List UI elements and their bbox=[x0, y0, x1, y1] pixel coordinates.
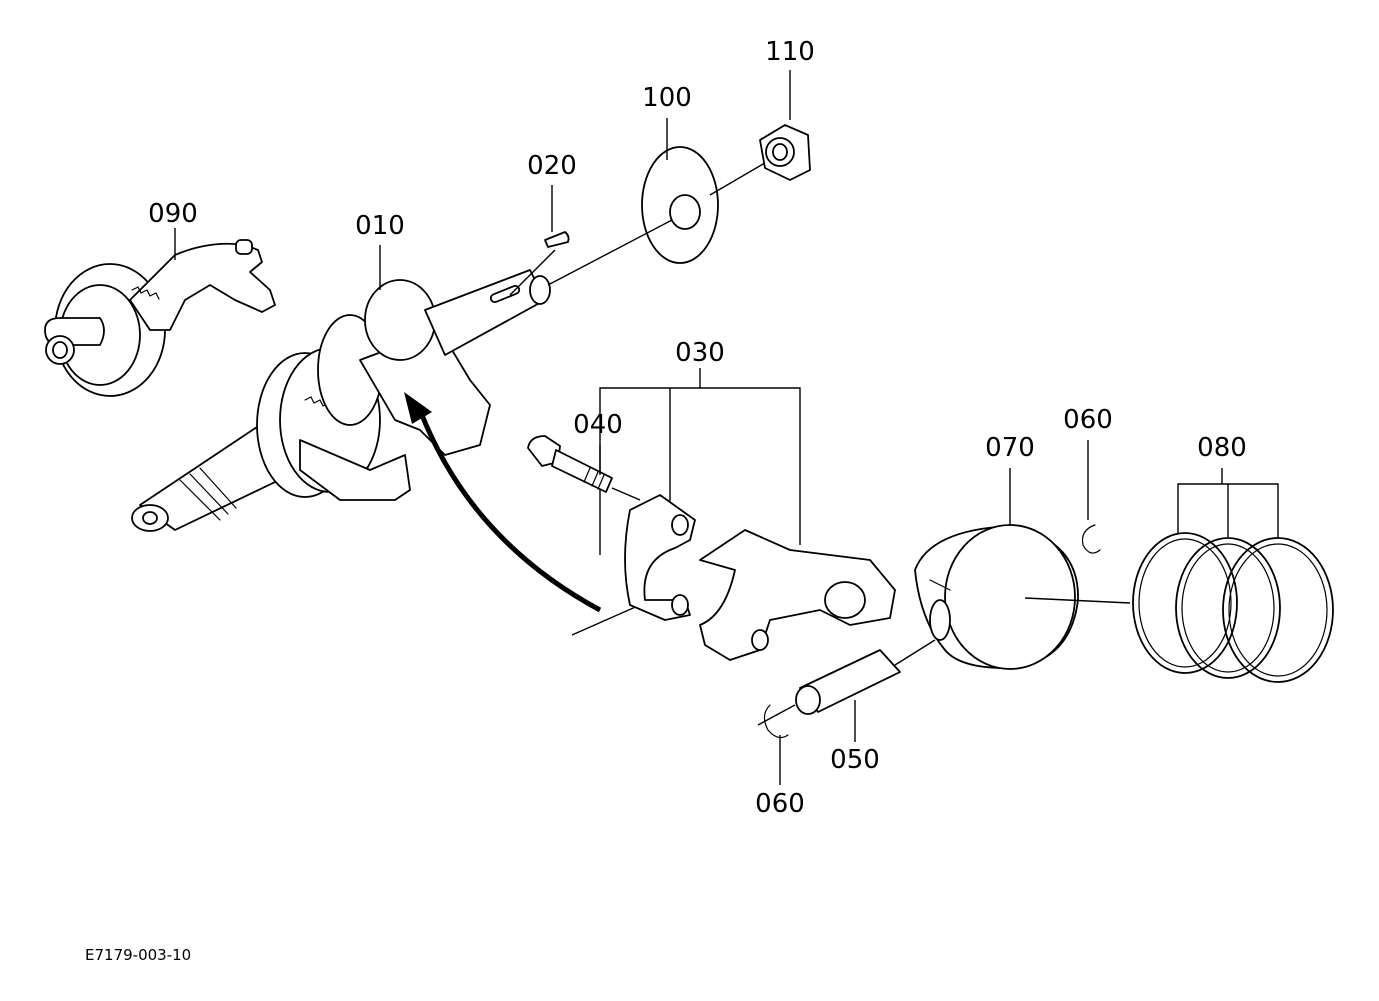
axis-washer-nut bbox=[709, 159, 771, 196]
callout-060-top: 060 bbox=[1063, 405, 1113, 435]
callout-070: 070 bbox=[985, 433, 1035, 463]
assembly-arrow bbox=[417, 409, 602, 613]
part-050-piston-pin[interactable] bbox=[795, 649, 901, 715]
axis-rod-cap bbox=[571, 604, 641, 636]
callout-110: 110 bbox=[765, 37, 815, 67]
part-090-governor-assembly[interactable] bbox=[44, 239, 276, 397]
part-020-key[interactable] bbox=[544, 231, 570, 248]
part-030-connecting-rod[interactable] bbox=[699, 529, 896, 661]
part-070-piston[interactable] bbox=[914, 524, 1079, 670]
part-030-rod-cap[interactable] bbox=[624, 494, 696, 621]
callout-100: 100 bbox=[642, 83, 692, 113]
assembly-arrow-head bbox=[404, 392, 432, 424]
callout-010: 010 bbox=[355, 211, 405, 241]
callout-090: 090 bbox=[148, 199, 198, 229]
leader-080-bracket bbox=[1177, 468, 1279, 538]
part-040-rod-bolt[interactable] bbox=[527, 435, 613, 493]
part-080-piston-rings[interactable] bbox=[1132, 532, 1334, 683]
part-010-crankshaft[interactable] bbox=[131, 269, 551, 532]
callout-030: 030 bbox=[675, 338, 725, 368]
axis-pin-piston bbox=[894, 639, 936, 666]
part-100-washer[interactable] bbox=[641, 146, 719, 264]
part-060-circlip-top[interactable] bbox=[1081, 524, 1101, 554]
leader-020-to-shaft bbox=[509, 249, 556, 296]
axis-shaft-washer bbox=[547, 219, 673, 286]
callout-080: 080 bbox=[1197, 433, 1247, 463]
callout-040: 040 bbox=[573, 410, 623, 440]
callout-060-bottom: 060 bbox=[755, 789, 805, 819]
axis-bolt-cap bbox=[611, 487, 641, 501]
axis-piston-rings bbox=[1024, 597, 1131, 604]
callout-020: 020 bbox=[527, 151, 577, 181]
callout-050: 050 bbox=[830, 745, 880, 775]
figure-id: E7179-003-10 bbox=[85, 946, 191, 964]
part-110-flange-nut[interactable] bbox=[759, 124, 811, 181]
axis-clip-pin bbox=[757, 704, 796, 726]
part-060-circlip-bottom[interactable] bbox=[763, 704, 789, 739]
